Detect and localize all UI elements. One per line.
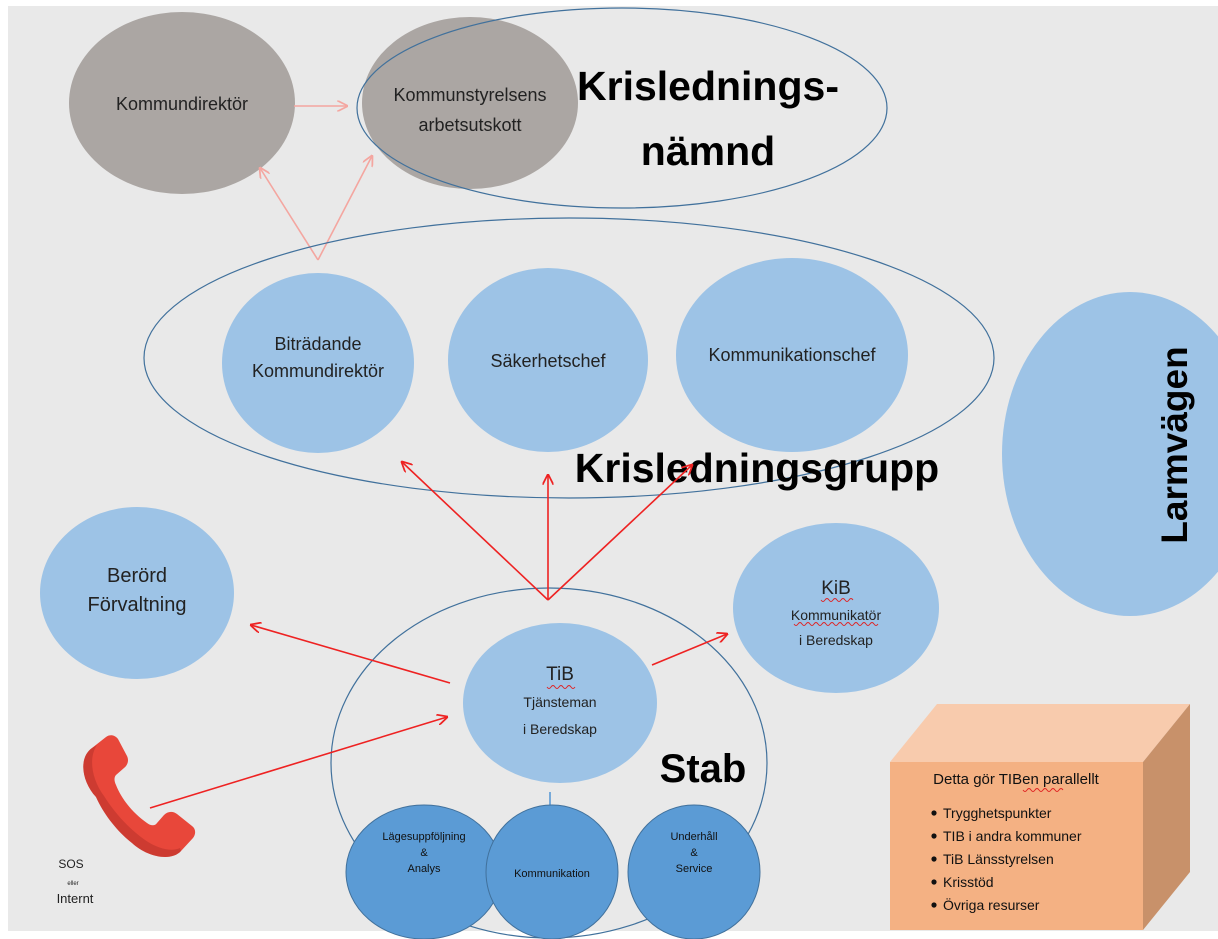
krisledningsnamnd-outline bbox=[356, 7, 888, 209]
parallel-bullet bbox=[931, 902, 937, 908]
krisledningsnamnd-label-line1: Krislednings- bbox=[577, 63, 839, 109]
ks-au-label-line2: arbetsutskott bbox=[418, 115, 521, 135]
parallel-box-title: Detta gör TIBen parallellt bbox=[933, 771, 1099, 788]
kommundirektor-node bbox=[69, 12, 295, 194]
ks-au-node bbox=[362, 17, 578, 189]
tib-label-line1: Tjänsteman bbox=[523, 694, 596, 710]
phone-icon bbox=[83, 735, 196, 857]
lage-label-line1: Lägesuppföljning bbox=[382, 831, 465, 843]
parallel-box bbox=[890, 704, 1190, 930]
sos-label-line3: Internt bbox=[57, 891, 94, 906]
tiben-spellcheck-underline bbox=[1022, 788, 1064, 792]
bitradande-label-line1: Biträdande bbox=[274, 334, 361, 354]
kommunikator-spellcheck-underline bbox=[793, 622, 879, 626]
bitradande-node bbox=[222, 273, 414, 453]
bitradande-label-line2: Kommundirektör bbox=[252, 361, 384, 381]
sos-label-line1: SOS bbox=[58, 857, 83, 871]
kib-label-line1: Kommunikatör bbox=[791, 607, 882, 623]
parallel-bullet bbox=[931, 879, 937, 885]
krisledningsgrupp-label: Krisledningsgrupp bbox=[575, 445, 939, 491]
berord-label-line2: Förvaltning bbox=[88, 594, 187, 616]
tib-label-line2: i Beredskap bbox=[523, 721, 597, 737]
underhall-node bbox=[627, 804, 761, 939]
kommunikationschef-label: Kommunikationschef bbox=[708, 345, 876, 365]
parallel-list: Trygghetspunkter TIB i andra kommuner Ti… bbox=[931, 805, 1082, 913]
parallel-bullet bbox=[931, 833, 937, 839]
parallel-item-5: Övriga resurser bbox=[943, 896, 1040, 913]
underhall-label-line1: Underhåll bbox=[670, 831, 717, 843]
kib-title: KiB bbox=[821, 578, 851, 599]
arrow-phone-to-tib bbox=[149, 717, 447, 809]
arrow-krisgrupp-to-kommundirektor bbox=[260, 168, 319, 261]
lage-label-line3: Analys bbox=[407, 863, 441, 875]
parallel-box-front bbox=[890, 762, 1143, 930]
parallel-item-2: TIB i andra kommuner bbox=[943, 828, 1082, 844]
arrow-tib-to-berord bbox=[251, 625, 451, 684]
larmvagen-node bbox=[1002, 292, 1218, 616]
underhall-label-line2: & bbox=[690, 847, 698, 859]
parallel-item-1: Trygghetspunkter bbox=[943, 805, 1052, 821]
krisledningsnamnd-label-line2: nämnd bbox=[641, 128, 775, 174]
arrow-tib-to-bitradande bbox=[402, 462, 549, 601]
berord-label-line1: Berörd bbox=[107, 565, 167, 587]
parallel-bullet bbox=[931, 856, 937, 862]
parallel-item-3: TiB Länsstyrelsen bbox=[943, 851, 1054, 867]
kommundirektor-label: Kommundirektör bbox=[116, 94, 248, 114]
kib-label-line2: i Beredskap bbox=[799, 632, 873, 648]
kommunikation-node bbox=[485, 804, 619, 939]
ks-au-label-line1: Kommunstyrelsens bbox=[393, 85, 546, 105]
kib-node bbox=[733, 523, 939, 693]
tib-node bbox=[463, 623, 657, 783]
krisledningsgrupp-outline bbox=[143, 217, 995, 499]
arrow-tib-to-kommunikationschef bbox=[547, 465, 692, 601]
parallel-box-side bbox=[1143, 704, 1190, 930]
parallel-item-4: Krisstöd bbox=[943, 874, 994, 890]
kommunikation-label: Kommunikation bbox=[514, 868, 590, 880]
stab-label: Stab bbox=[660, 747, 747, 791]
sos-label-line2: eller bbox=[67, 881, 78, 887]
lage-label-line2: & bbox=[420, 847, 428, 859]
parallel-box-top bbox=[890, 704, 1190, 762]
sakerhetschef-node bbox=[448, 268, 648, 452]
tib-title: TiB bbox=[546, 664, 574, 685]
kommunikationschef-node bbox=[676, 258, 908, 452]
larmvagen-label: Larmvägen bbox=[1154, 346, 1195, 543]
berord-forvaltning-node bbox=[40, 507, 234, 679]
underhall-label-line3: Service bbox=[676, 863, 713, 875]
arrow-tib-to-kib bbox=[651, 634, 727, 666]
parallel-bullet bbox=[931, 810, 937, 816]
kib-spellcheck-underline bbox=[820, 598, 854, 602]
sakerhetschef-label: Säkerhetschef bbox=[490, 351, 606, 371]
tib-spellcheck-underline bbox=[546, 685, 576, 689]
